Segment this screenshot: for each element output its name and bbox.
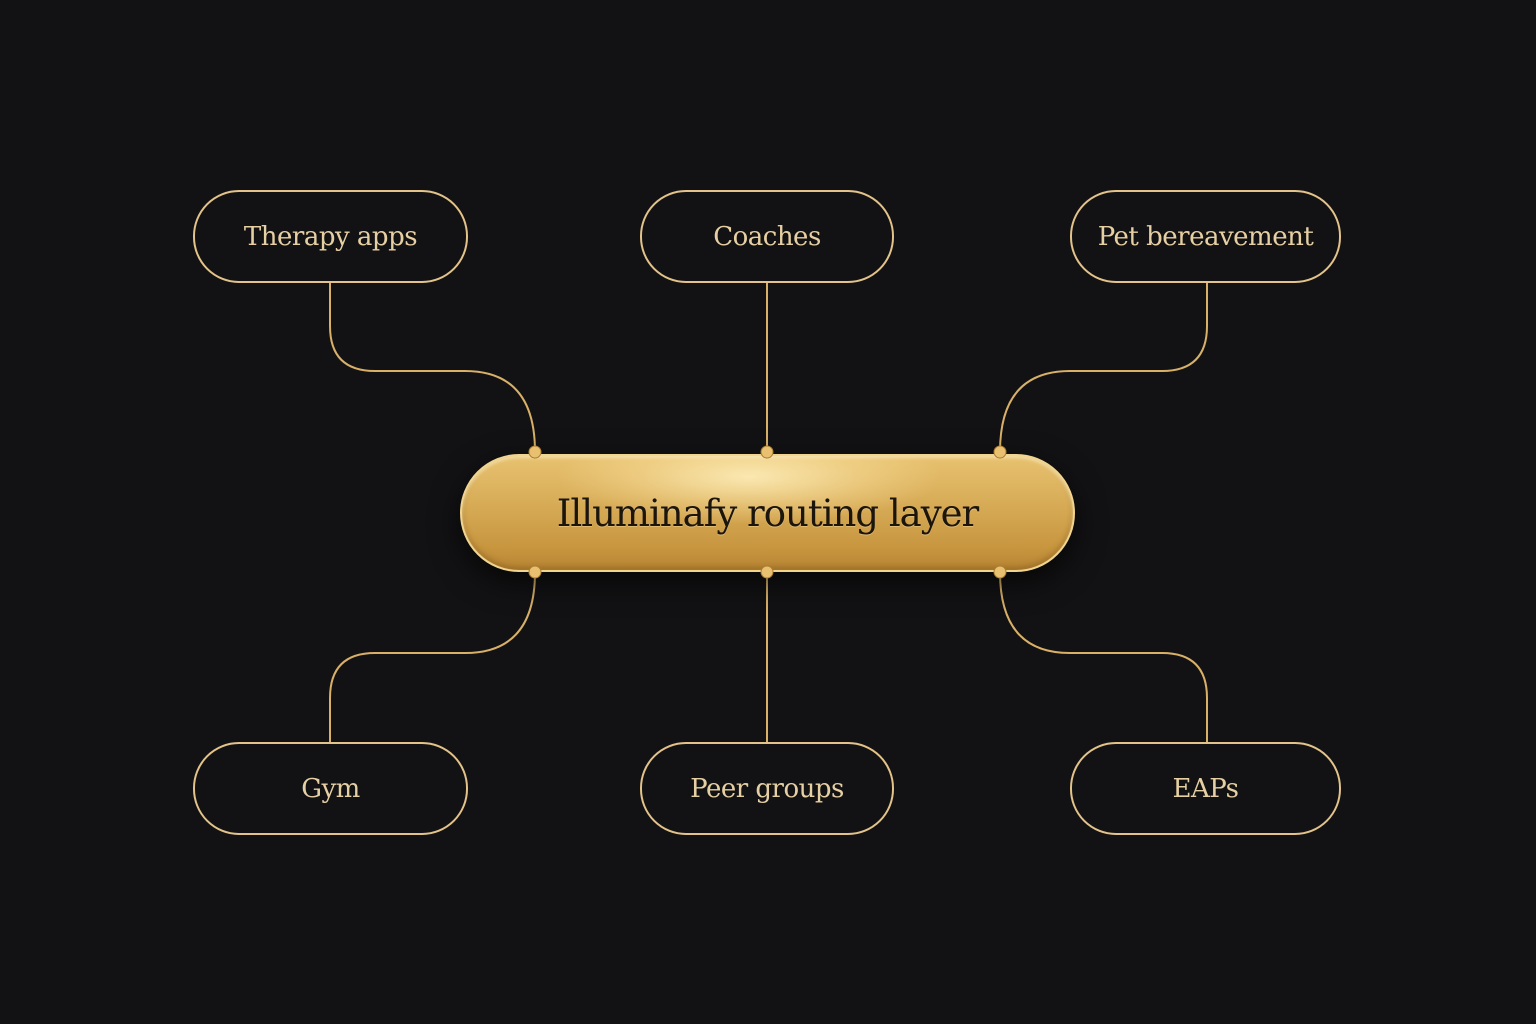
node-label: Gym (301, 773, 360, 804)
anchor-dot-gym (528, 565, 542, 579)
node-coaches: Coaches (640, 190, 894, 283)
connector-pet-bereavement (999, 283, 1208, 453)
anchor-dot-coaches (760, 445, 774, 459)
hub-node: Illuminafy routing layer (460, 454, 1075, 572)
connector-eaps (999, 571, 1208, 742)
connector-gym (329, 571, 536, 742)
node-therapy-apps: Therapy apps (193, 190, 468, 283)
node-peer-groups: Peer groups (640, 742, 894, 835)
node-label: Coaches (713, 221, 821, 252)
anchor-dot-eaps (993, 565, 1007, 579)
connector-therapy-apps (329, 283, 536, 453)
anchor-dot-pet-bereavement (993, 445, 1007, 459)
node-label: EAPs (1172, 773, 1239, 804)
anchor-dot-therapy-apps (528, 445, 542, 459)
node-label: Therapy apps (243, 221, 418, 252)
anchor-dot-peer-groups (760, 565, 774, 579)
node-label: Pet bereavement (1097, 221, 1314, 252)
node-pet-bereavement: Pet bereavement (1070, 190, 1341, 283)
node-eaps: EAPs (1070, 742, 1341, 835)
node-label: Peer groups (690, 773, 844, 804)
node-gym: Gym (193, 742, 468, 835)
hub-label: Illuminafy routing layer (556, 491, 979, 535)
